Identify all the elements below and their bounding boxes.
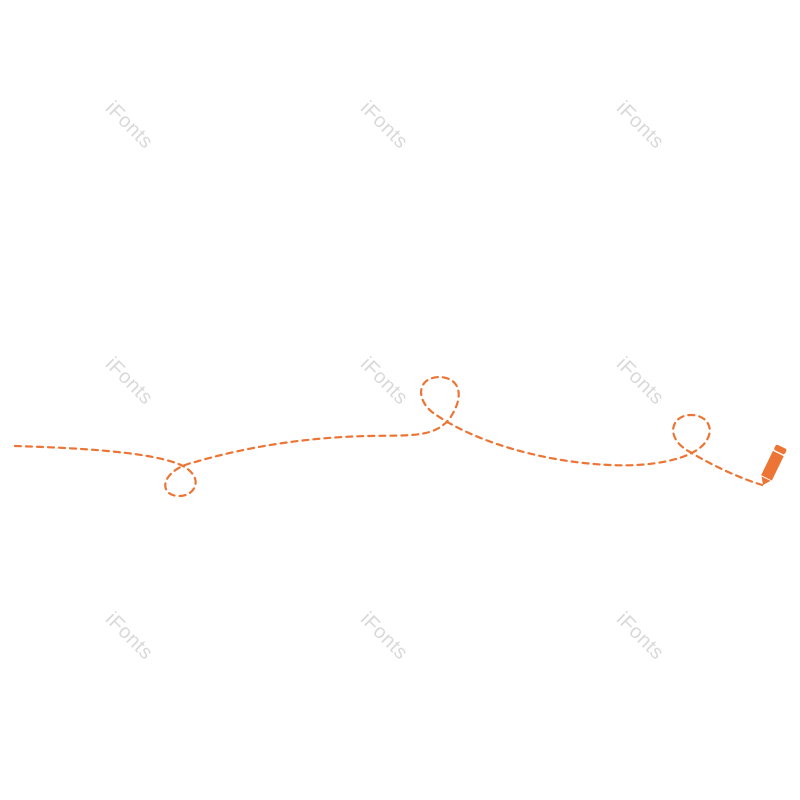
dashed-trail-path — [13, 375, 764, 498]
pencil-icon — [761, 444, 787, 485]
pencil-tip — [761, 476, 771, 485]
pencil-body — [761, 450, 784, 481]
pencil-eraser — [774, 444, 787, 455]
